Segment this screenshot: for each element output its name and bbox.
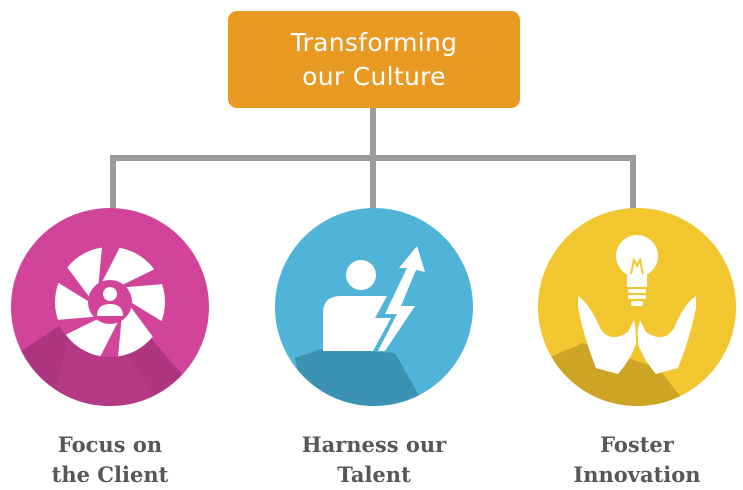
- label-client-line-2: the Client: [51, 462, 169, 487]
- header-box: Transforming our Culture: [228, 11, 520, 108]
- label-talent-line-2: Talent: [337, 462, 411, 487]
- client-circle: [11, 208, 209, 406]
- label-client-line-1: Focus on: [57, 432, 163, 457]
- innovation-circle: [538, 208, 736, 406]
- label-innovation-line-1: Foster: [600, 432, 674, 457]
- person-lightning-arrow-icon: [275, 208, 473, 406]
- label-foster-innovation: Foster Innovation: [527, 430, 743, 490]
- talent-circle: [275, 208, 473, 406]
- header-line-1: Transforming: [290, 27, 458, 57]
- aperture-person-icon: [11, 208, 209, 406]
- label-talent-line-1: Harness our: [301, 432, 447, 457]
- label-innovation-line-2: Innovation: [573, 462, 701, 487]
- header-line-2: our Culture: [302, 61, 446, 91]
- label-harness-talent: Harness our Talent: [264, 430, 484, 490]
- hands-lightbulb-icon: [538, 208, 736, 406]
- label-focus-client: Focus on the Client: [0, 430, 220, 490]
